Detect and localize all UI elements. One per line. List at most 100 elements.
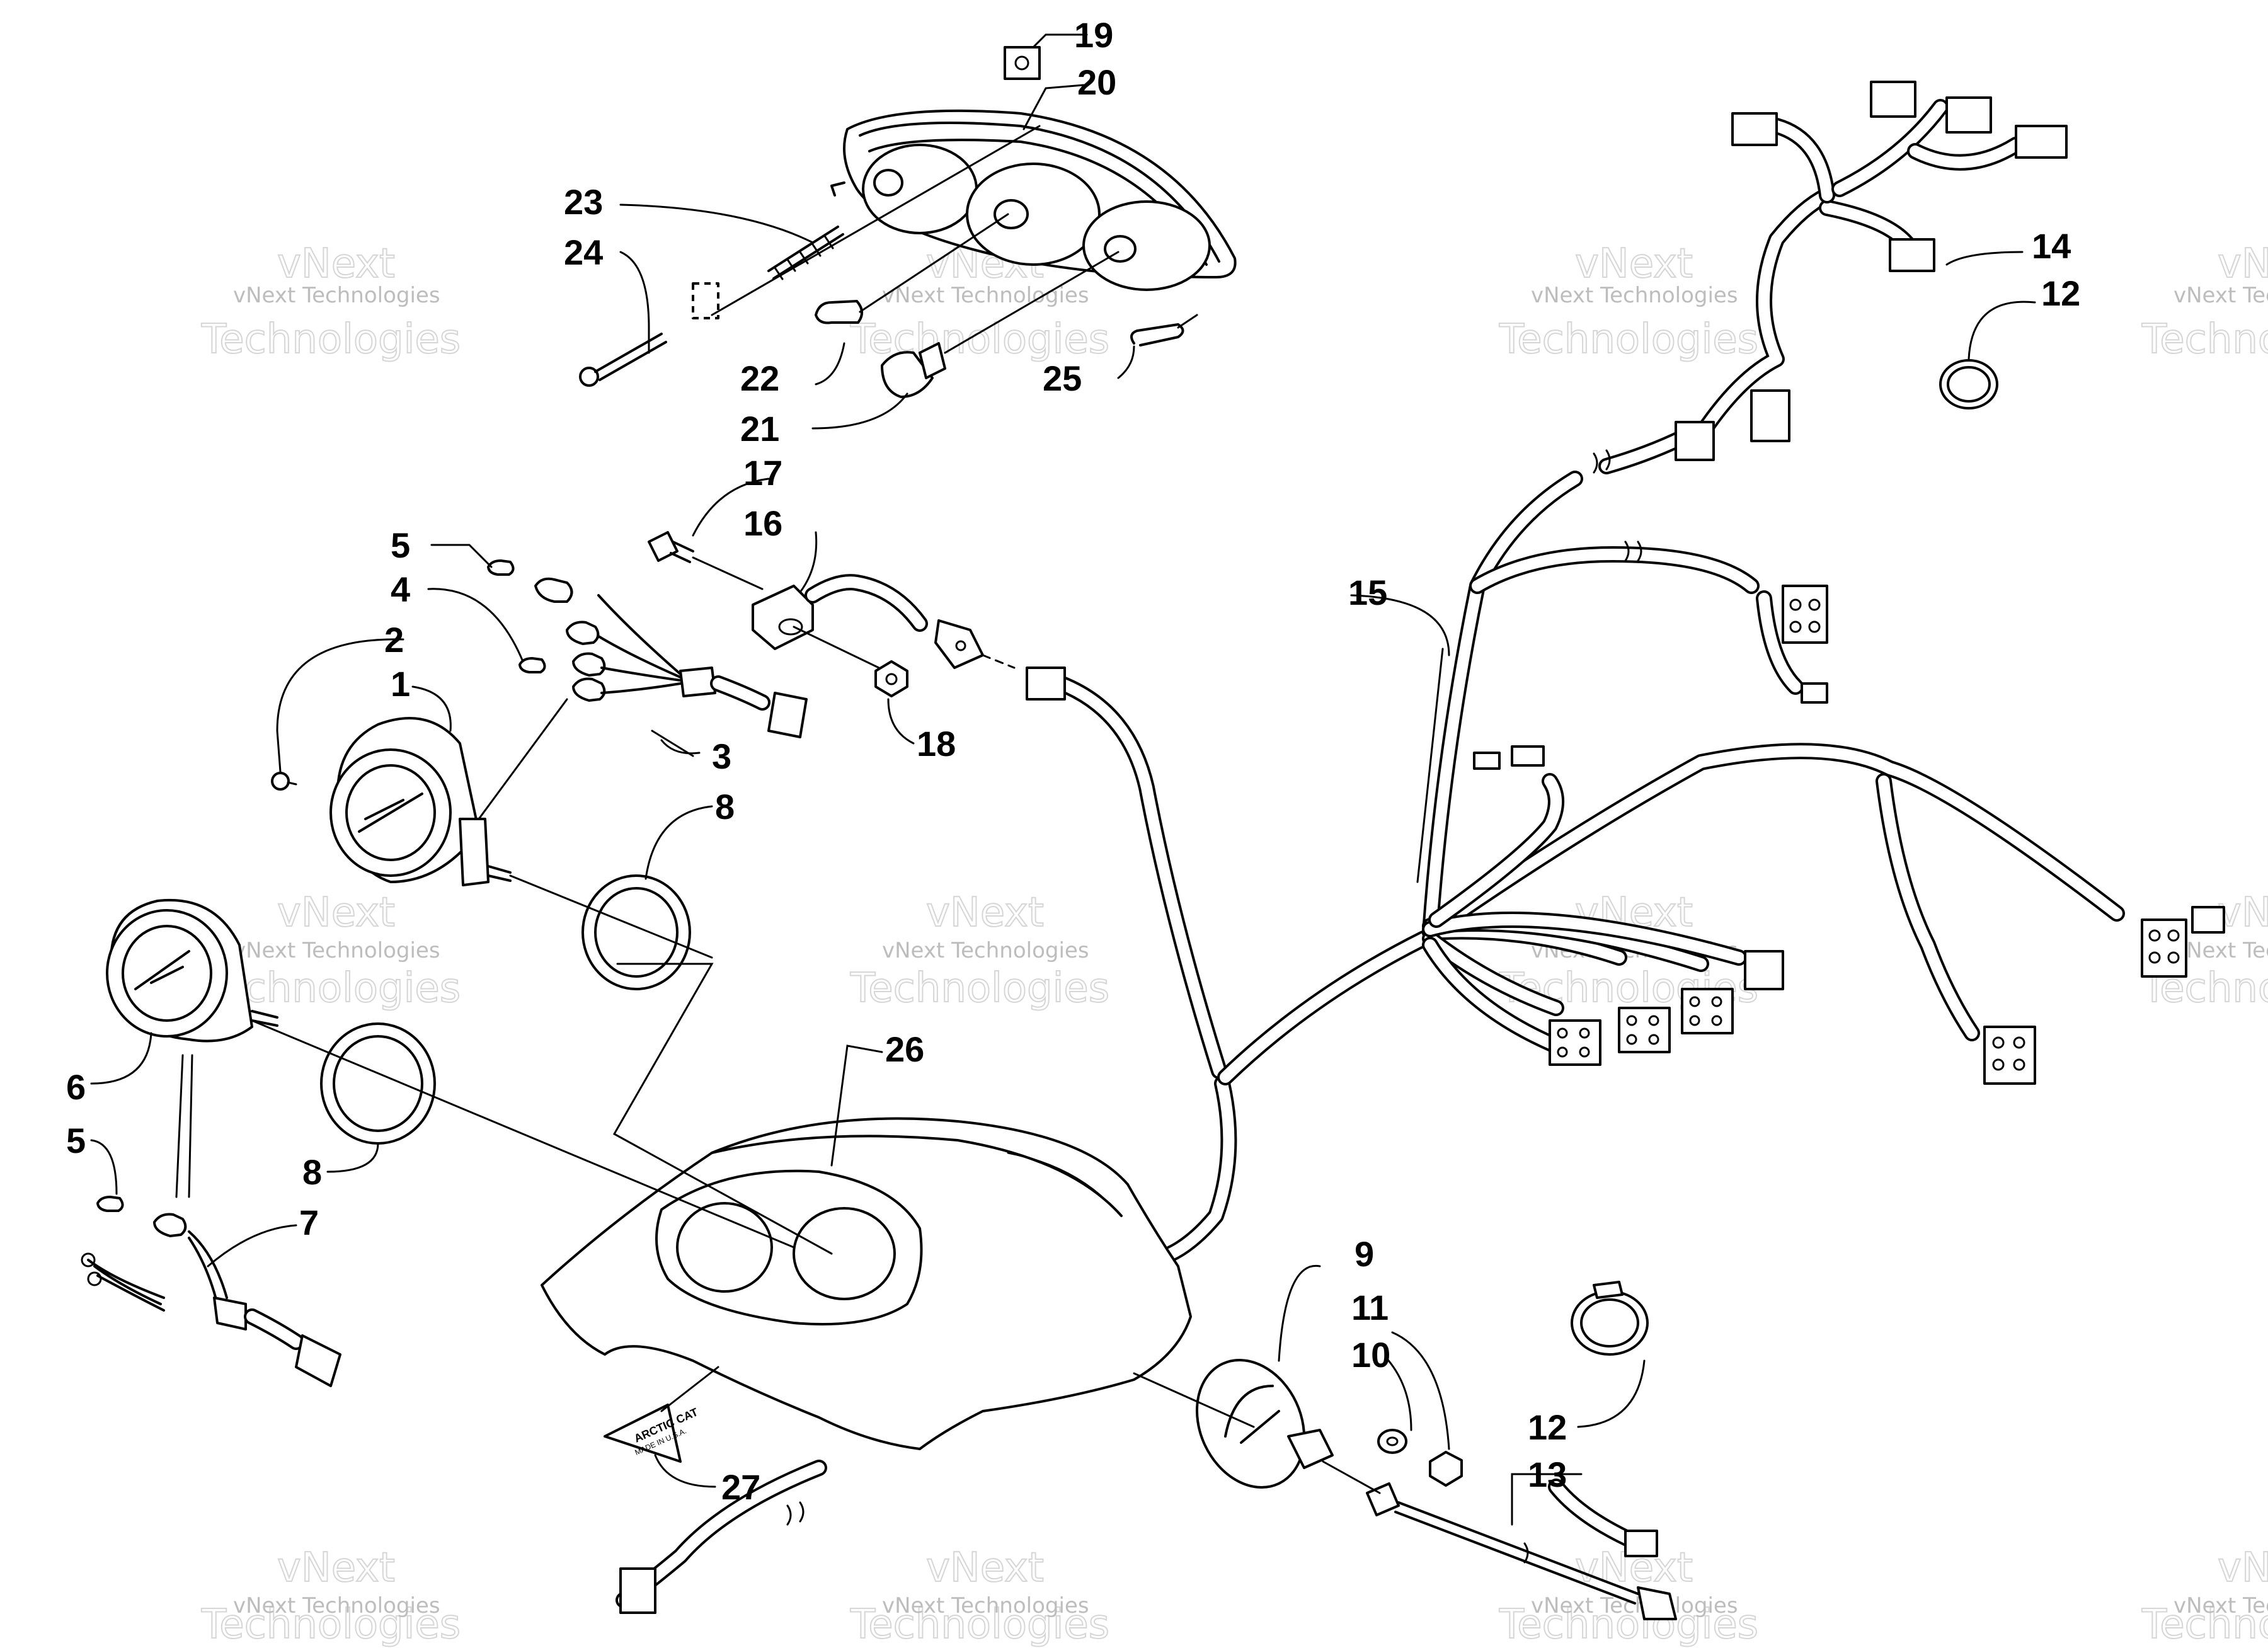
svg-text:vNext Technologies: vNext Technologies <box>1531 283 1738 308</box>
tachometer-gauge-6 <box>106 898 278 1043</box>
callout-17: 17 <box>743 453 782 493</box>
headlight-housing <box>830 109 1237 291</box>
callout-8b: 8 <box>302 1152 322 1192</box>
harness-break-marks <box>786 449 1642 1526</box>
clip-25 <box>1130 314 1198 346</box>
svg-text:Technologies: Technologies <box>1499 316 1758 363</box>
callout-20: 20 <box>1077 62 1116 102</box>
gauge-pigtail-7 <box>81 1054 341 1387</box>
bezel-ring-8b <box>320 1022 436 1145</box>
svg-text:vNext: vNext <box>926 890 1044 936</box>
svg-text:Technologies: Technologies <box>850 965 1109 1012</box>
bulb-21 <box>881 251 1120 398</box>
callout-22: 22 <box>740 358 779 398</box>
svg-text:Technologies: Technologies <box>850 1601 1109 1648</box>
watermark: vNext Technologies vNext Technologies <box>200 1544 461 1648</box>
svg-text:vNext: vNext <box>2218 1545 2268 1591</box>
svg-text:Technologies: Technologies <box>2141 316 2268 363</box>
callout-11: 11 <box>1351 1288 1389 1327</box>
svg-text:vNext Technologies: vNext Technologies <box>882 1593 1089 1618</box>
svg-text:vNext Technologies: vNext Technologies <box>882 283 1089 308</box>
callout-10: 10 <box>1351 1335 1390 1375</box>
headlight-pigtail <box>805 574 1016 669</box>
svg-text:vNext: vNext <box>2218 241 2268 287</box>
svg-text:vNext Technologies: vNext Technologies <box>2174 938 2268 963</box>
callout-1: 1 <box>391 664 410 704</box>
callout-12b: 12 <box>1528 1407 1567 1447</box>
callout-6: 6 <box>66 1067 86 1107</box>
svg-text:vNext: vNext <box>277 241 395 287</box>
callout-12a: 12 <box>2041 273 2080 313</box>
clamp-12b <box>1571 1281 1649 1356</box>
svg-text:vNext: vNext <box>277 1545 395 1591</box>
washer-10 <box>1377 1429 1407 1454</box>
bracket-16 <box>752 585 880 669</box>
svg-text:vNext: vNext <box>1575 241 1693 287</box>
callout-8a: 8 <box>715 787 735 827</box>
leader-line <box>251 1019 795 1249</box>
nut-11 <box>1429 1451 1463 1487</box>
svg-text:Technologies: Technologies <box>201 316 461 363</box>
svg-text:vNext Technologies: vNext Technologies <box>2174 1593 2268 1618</box>
gauge-pigtail-3 <box>478 577 808 820</box>
callout-21: 21 <box>740 409 779 449</box>
dash-panel-26 <box>541 1117 1192 1450</box>
svg-text:vNext Technologies: vNext Technologies <box>233 1593 440 1618</box>
callout-leaders <box>90 33 2036 1526</box>
watermark: vNext Technologies vNext Technologies <box>200 240 461 363</box>
nut-18 <box>874 660 908 697</box>
watermark: vNext Technologies vNext Technologies <box>849 1544 1110 1648</box>
callout-4: 4 <box>391 569 410 609</box>
clip-19 <box>1004 46 1041 80</box>
bulb-22 <box>815 213 1009 324</box>
watermark-group: vNext Technologies vNext Technologies vN… <box>200 240 2268 1648</box>
watermark: vNext Technologies vNext Technologies <box>2141 240 2268 363</box>
bulb-socket-5a <box>487 559 515 576</box>
callout-numbers: 19 20 23 24 22 21 25 17 16 18 5 4 2 1 3 … <box>66 15 2080 1507</box>
speedo-cable-13 <box>1322 1460 1677 1620</box>
adjuster-screw-24 <box>579 282 719 387</box>
callout-13: 13 <box>1528 1455 1567 1494</box>
leader-line <box>612 963 833 1255</box>
decal-27: ARCTIC CAT MADE IN U.S.A. <box>604 1404 700 1463</box>
speedo-housing-9 <box>1133 1359 1334 1489</box>
callout-24: 24 <box>564 232 603 272</box>
watermark: vNext Technologies vNext Technologies <box>1498 1544 1759 1648</box>
svg-text:vNext Technologies: vNext Technologies <box>233 283 440 308</box>
svg-text:vNext Technologies: vNext Technologies <box>233 938 440 963</box>
svg-text:vNext: vNext <box>2218 890 2268 936</box>
svg-text:vNext: vNext <box>926 1545 1044 1591</box>
speedometer-gauge-1 <box>329 717 512 886</box>
svg-text:vNext: vNext <box>277 890 395 936</box>
adjuster-spring-23 <box>767 226 844 280</box>
watermark: vNext Technologies vNext Technologies <box>2141 1544 2268 1648</box>
callout-5a: 5 <box>391 525 410 565</box>
callout-5b: 5 <box>66 1121 86 1160</box>
svg-text:vNext Technologies: vNext Technologies <box>1531 1593 1738 1618</box>
screw-2 <box>271 772 297 791</box>
bolt-17 <box>648 531 764 590</box>
leader-line <box>509 874 713 959</box>
callout-3: 3 <box>712 736 731 776</box>
svg-text:vNext Technologies: vNext Technologies <box>2174 283 2268 308</box>
callout-14: 14 <box>2032 226 2071 266</box>
bezel-ring-8a <box>581 874 691 990</box>
callout-26: 26 <box>885 1029 924 1069</box>
callout-19: 19 <box>1074 15 1113 55</box>
bulb-socket-4 <box>518 657 546 673</box>
leader-line <box>660 1366 719 1412</box>
watermark: vNext Technologies vNext Technologies <box>1498 240 1759 363</box>
callout-18: 18 <box>917 724 956 764</box>
callout-2: 2 <box>384 620 404 660</box>
callout-9: 9 <box>1354 1234 1374 1274</box>
watermark: vNext Technologies vNext Technologies <box>849 889 1110 1012</box>
svg-text:Technologies: Technologies <box>201 1601 461 1648</box>
callout-23: 23 <box>564 182 603 222</box>
gauge-rings <box>320 874 691 1145</box>
svg-text:Technologies: Technologies <box>2141 1601 2268 1648</box>
callout-25: 25 <box>1043 358 1082 398</box>
svg-text:Technologies: Technologies <box>1499 1601 1758 1648</box>
leader-line <box>711 125 1041 316</box>
svg-text:vNext Technologies: vNext Technologies <box>882 938 1089 963</box>
